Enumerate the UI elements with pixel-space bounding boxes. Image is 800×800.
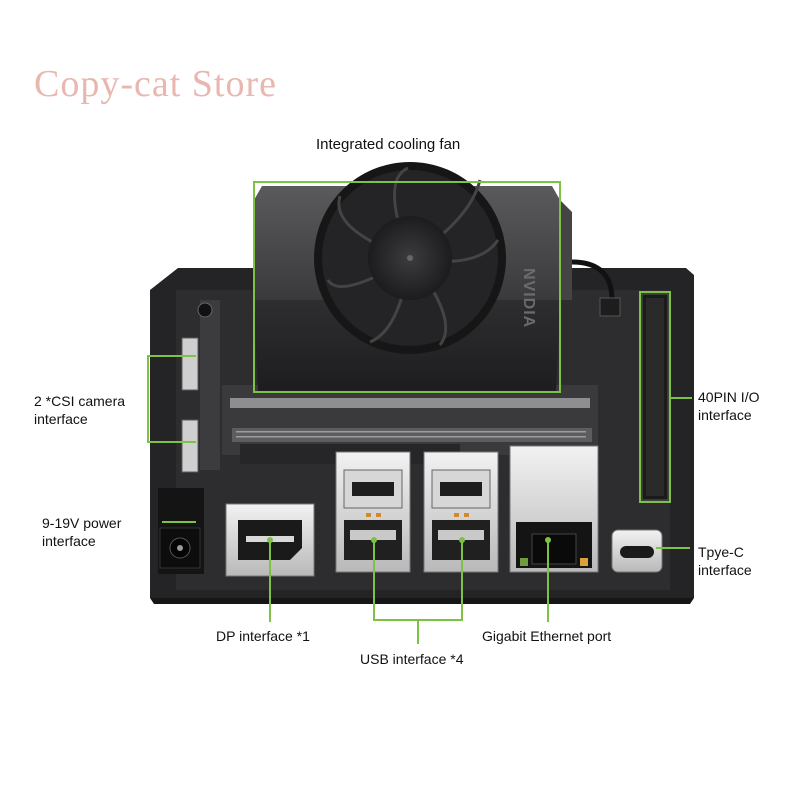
label-csi-line2: interface xyxy=(34,411,88,427)
csi-callout-bracket xyxy=(147,355,196,443)
label-power-line1: 9-19V power xyxy=(42,515,122,531)
label-cooling-fan: Integrated cooling fan xyxy=(316,136,461,153)
fan-callout-box xyxy=(253,181,561,393)
label-dp: DP interface *1 xyxy=(216,628,310,644)
label-typec: Tpye-C interface xyxy=(698,543,752,579)
callout-dots xyxy=(267,537,551,543)
store-watermark: Copy-cat Store xyxy=(34,63,278,105)
power-jack xyxy=(158,488,204,574)
label-gpio: 40PIN I/O interface xyxy=(698,388,759,424)
usb-c-port xyxy=(611,529,663,573)
cooling-fan-assembly: NVIDIA xyxy=(254,162,572,392)
callout-lines xyxy=(147,181,692,644)
label-csi-line1: 2 *CSI camera xyxy=(34,393,126,409)
gpio-header xyxy=(641,293,669,501)
fan-connector xyxy=(599,297,621,317)
label-power: 9-19V power interface xyxy=(42,514,121,550)
label-gpio-line1: 40PIN I/O xyxy=(698,389,760,405)
ethernet-jack xyxy=(509,445,599,573)
label-typec-line2: interface xyxy=(698,562,752,578)
csi-connectors xyxy=(181,300,220,473)
label-gpio-line2: interface xyxy=(698,407,752,423)
label-csi-camera: 2 *CSI camera interface xyxy=(34,392,125,428)
nvidia-logo-text: NVIDIA xyxy=(520,268,537,328)
label-typec-line1: Tpye-C xyxy=(698,544,744,560)
label-power-line2: interface xyxy=(42,533,96,549)
label-ethernet: Gigabit Ethernet port xyxy=(482,628,612,644)
label-usb: USB interface *4 xyxy=(360,651,464,667)
fan-cable xyxy=(571,259,615,301)
